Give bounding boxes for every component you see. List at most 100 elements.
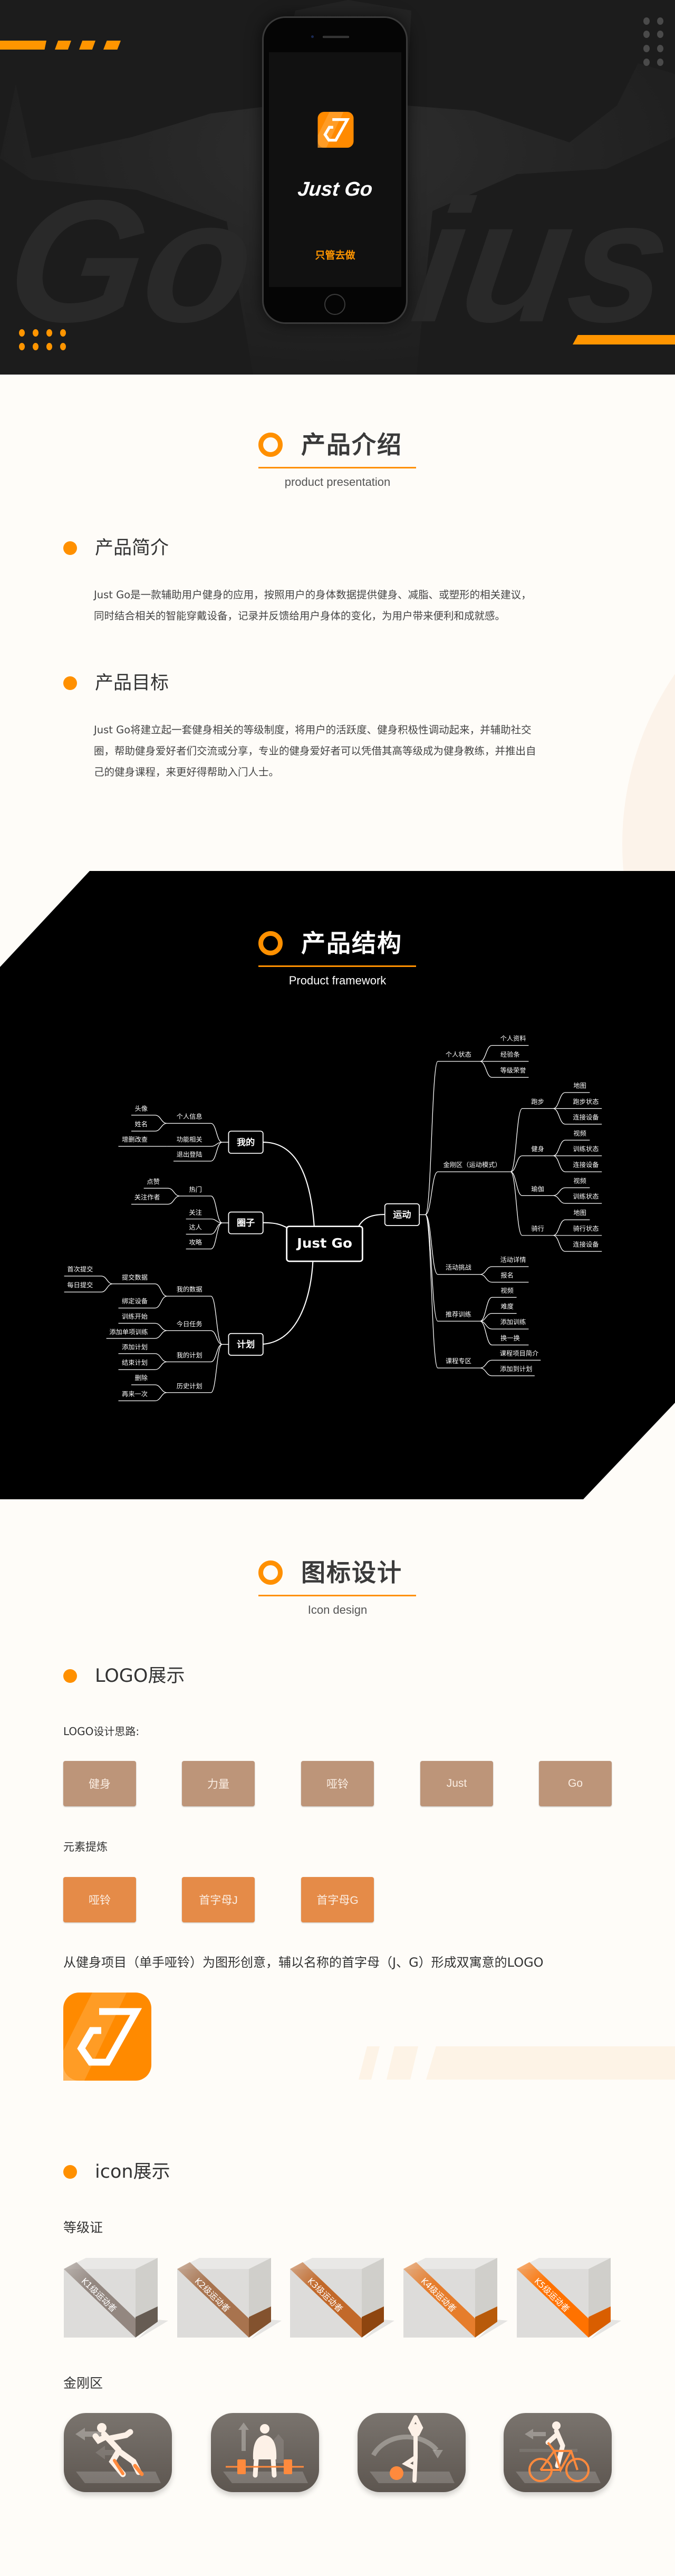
mindmap-connector (480, 1045, 529, 1062)
mindmap-branch-label: 我的 (237, 1137, 255, 1147)
mindmap-connector (510, 1155, 553, 1172)
mindmap-connector (167, 1296, 223, 1345)
running-icon (64, 2413, 172, 2492)
mindmap-connector (425, 1214, 480, 1368)
ring-icon (258, 1560, 283, 1585)
decorative-circle (622, 674, 675, 871)
mindmap-node-label: 攻略 (189, 1239, 202, 1247)
home-button[interactable] (324, 294, 345, 315)
app-name: Just Go (296, 178, 374, 200)
mindmap-node-label: 地图 (573, 1082, 586, 1089)
section-title-icon-design: 图标设计 Icon design (258, 1558, 417, 1619)
section-title-intro: 产品介绍 product presentation (258, 432, 417, 491)
mindmap-connector (480, 1367, 535, 1376)
mindmap-branch-node (228, 1333, 264, 1356)
mindmap-node-label: 骑行状态 (573, 1225, 599, 1232)
yoga-icon (358, 2413, 466, 2492)
mindmap-node-label: 课程项目简介 (500, 1349, 538, 1357)
mindmap-branch-label: 圈子 (237, 1218, 255, 1228)
dot (19, 329, 25, 337)
camera-icon (311, 35, 314, 38)
mindmap-node-label: 活动详情 (500, 1256, 526, 1263)
link-mine (263, 1142, 315, 1228)
mindmap-node-label: 地图 (573, 1209, 586, 1217)
mindmap-branch-node (384, 1203, 420, 1226)
mindmap-connector (167, 1142, 223, 1147)
mindmap-node-label: 健身 (531, 1145, 544, 1153)
mindmap-connector (479, 1297, 517, 1322)
mindmap-node-label: 个人信息 (177, 1113, 202, 1121)
section-title-structure: 产品结构 Product framework (258, 930, 417, 989)
element-tag: 首字母J (182, 1877, 255, 1922)
title-underline (258, 1595, 416, 1596)
mindmap-connector (173, 1142, 223, 1162)
mindmap-node-label: 我的数据 (177, 1285, 202, 1293)
mindmap-node-label: 我的计划 (177, 1351, 202, 1359)
logo-description: 从健身项目（单手哑铃）为图形创意，辅以名称的首字母（J、G）形成双寓意的LOGO (63, 1955, 544, 1970)
mindmap-node-label: 视频 (573, 1129, 586, 1137)
mindmap-connector (553, 1219, 590, 1236)
mindmap-node-label: 提交数据 (122, 1273, 148, 1281)
mindmap-connector (118, 1353, 167, 1363)
dot (33, 329, 38, 337)
mindmap-connector (131, 1115, 167, 1124)
mindmap-node-label: 骑行 (531, 1225, 544, 1232)
mindmap-node-label: 绑定设备 (122, 1297, 148, 1305)
mindmap-node-label: 个人状态 (446, 1051, 471, 1058)
mindmap-connector (553, 1195, 602, 1204)
heading-text: 产品简介 (95, 538, 169, 559)
dot (643, 17, 650, 25)
mindmap-connector (553, 1155, 602, 1172)
mindmap-connector (180, 1195, 223, 1223)
mindmap-root-label: Just Go (296, 1236, 352, 1251)
mindmap-branch-node (228, 1131, 264, 1154)
section-subtitle: Product framework (288, 974, 387, 987)
mindmap-node-label: 结束计划 (122, 1359, 148, 1366)
mindmap-node-label: 训练状态 (573, 1192, 599, 1200)
mindmap-connector (553, 1092, 590, 1109)
mindmap-node-label: 添加训练 (500, 1318, 526, 1326)
mindmap-node-label: 跑步 (531, 1098, 544, 1106)
ring-icon (258, 433, 283, 457)
mindmap-connector (186, 1219, 223, 1223)
mindmap-connector (131, 1123, 167, 1132)
link-plan (263, 1260, 314, 1345)
orange-stripe (0, 41, 46, 50)
app-slogan: 只管去做 (315, 250, 355, 261)
mindmap-node-label: 经验条 (500, 1050, 520, 1058)
mindmap-node-label: 每日提交 (67, 1281, 93, 1289)
mindmap-node-label: 个人资料 (500, 1035, 526, 1042)
mindmap-connector (131, 1195, 180, 1205)
section-title: 图标设计 (301, 1558, 402, 1587)
badges-label: 等级证 (63, 2220, 103, 2235)
dot (46, 329, 52, 337)
bullet-dot-icon (63, 676, 77, 690)
mindmap-connector (167, 1344, 223, 1393)
mindmap-connector (143, 1188, 180, 1196)
mindmap-node-label: 关注 (189, 1209, 202, 1217)
mindmap-node-label: 增删改查 (122, 1136, 148, 1143)
background-word-right: ius (403, 164, 675, 358)
mindmap-connector (425, 1214, 480, 1275)
dot (657, 31, 663, 38)
mindmap-connector (106, 1330, 167, 1339)
mindmap-node-label: 视频 (500, 1287, 514, 1295)
mindmap-connector (112, 1284, 167, 1297)
idea-tag: Just (420, 1761, 493, 1806)
mindmap-node-label: 金刚区（运动模式） (443, 1161, 501, 1169)
bullet-dot-icon (63, 541, 77, 555)
element-tag: 首字母G (301, 1877, 374, 1922)
mindmap-node-label: 连接设备 (573, 1240, 599, 1248)
phone-mockup: Just Go 只管去做 (262, 16, 408, 324)
mindmap-connector (510, 1171, 553, 1236)
mindmap-node-label: 课程专区 (446, 1357, 471, 1365)
text-line: Just Go是一款辅助用户健身的应用，按照用户的身体数据提供健身、减脂、或塑形… (94, 589, 532, 601)
mindmap-node-label: 连接设备 (573, 1161, 599, 1169)
section-subtitle: Icon design (307, 1603, 368, 1616)
mindmap-node-label: 退出登陆 (177, 1151, 202, 1158)
mindmap-node-label: 添加单项训练 (109, 1328, 148, 1336)
mindmap-node-label: 训练状态 (573, 1145, 599, 1153)
mindmap-node-label: 达人 (189, 1224, 202, 1231)
mindmap-node-label: 视频 (573, 1177, 586, 1185)
